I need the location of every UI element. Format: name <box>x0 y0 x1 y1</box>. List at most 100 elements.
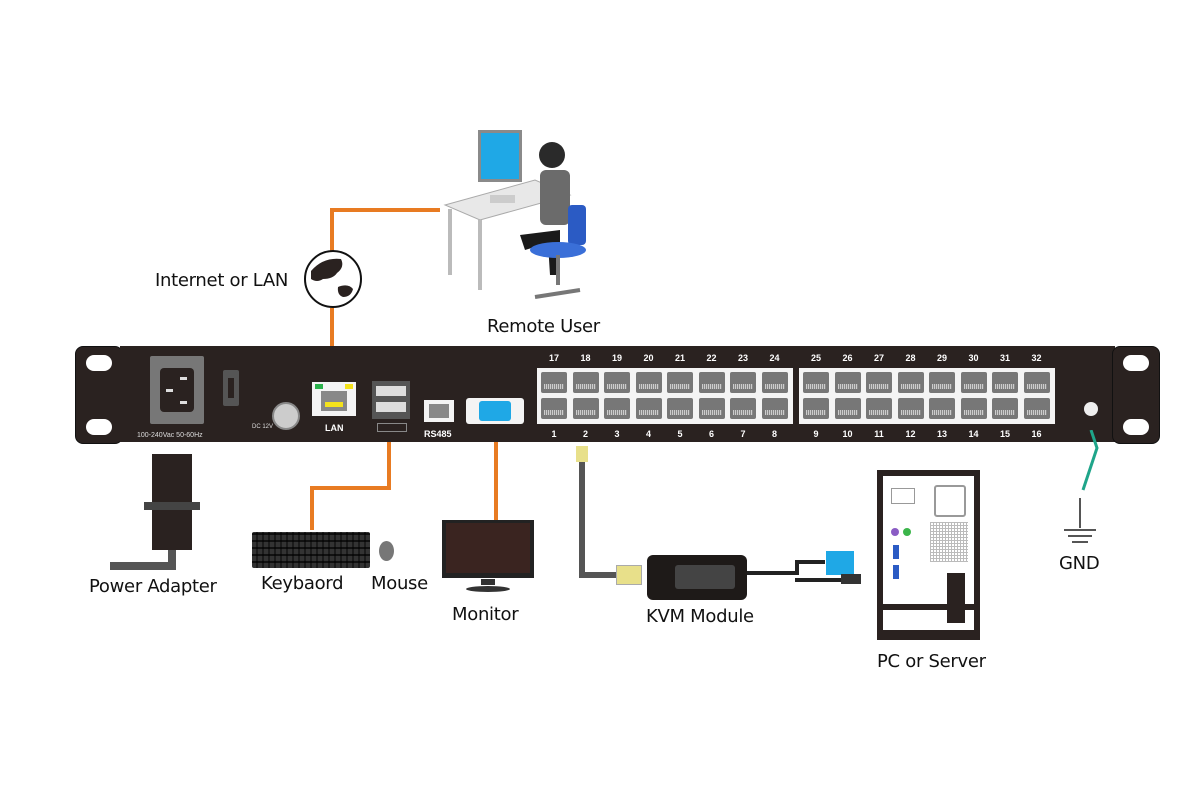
rj45-port[interactable] <box>761 398 788 419</box>
keyboard-label: Keybaord <box>261 573 344 594</box>
power-adapter-label: Power Adapter <box>89 576 217 597</box>
port-number-top: 22 <box>706 353 717 363</box>
power-inlet[interactable] <box>150 356 204 424</box>
port-number-bottom: 5 <box>677 429 683 439</box>
rj45-port[interactable] <box>572 372 599 393</box>
rj45-port[interactable] <box>541 372 567 393</box>
port-number-top: 18 <box>580 353 591 363</box>
rj45-port[interactable] <box>960 372 987 393</box>
globe-icon <box>303 249 363 313</box>
port-number-bottom: 11 <box>874 429 884 439</box>
mouse-icon <box>379 541 394 561</box>
rj45-port[interactable] <box>730 398 756 419</box>
port-number-top: 29 <box>936 353 947 363</box>
ground-screw[interactable] <box>1084 402 1098 416</box>
port-number-top: 19 <box>611 353 622 363</box>
port-number-top: 21 <box>674 353 685 363</box>
gnd-label: GND <box>1059 553 1100 574</box>
dc-power-jack[interactable] <box>272 402 300 430</box>
rj45-port[interactable] <box>803 398 829 419</box>
internet-label: Internet or LAN <box>155 270 289 291</box>
usb-wire-horizontal <box>310 486 391 490</box>
port-number-bottom: 3 <box>614 429 620 439</box>
port-number-bottom: 10 <box>842 429 853 439</box>
rj45-port[interactable] <box>929 398 955 419</box>
port-number-top: 32 <box>1031 353 1042 363</box>
port-number-bottom: 9 <box>813 429 819 439</box>
network-wire-horizontal <box>330 208 440 212</box>
rj45-port[interactable] <box>572 398 599 419</box>
port-number-bottom: 14 <box>968 429 979 439</box>
rj45-port[interactable] <box>667 398 693 419</box>
port-number-bottom: 1 <box>551 429 557 439</box>
rj45-port[interactable] <box>834 398 861 419</box>
network-wire-vertical-top <box>330 208 334 253</box>
port-number-top: 17 <box>548 353 559 363</box>
vga-plug-icon <box>826 551 854 575</box>
rj45-port[interactable] <box>803 372 829 393</box>
port-number-bottom: 13 <box>936 429 947 439</box>
rj45-port[interactable] <box>866 398 892 419</box>
rj45-port[interactable] <box>604 398 630 419</box>
module-cable-vga <box>747 571 797 575</box>
vga-port[interactable] <box>466 398 524 424</box>
port-number-top: 24 <box>769 353 780 363</box>
rj45-port[interactable] <box>698 372 725 393</box>
port-number-top: 28 <box>905 353 916 363</box>
rj45-port[interactable] <box>698 398 725 419</box>
power-adapter-icon <box>108 452 218 576</box>
dc-label: DC 12V <box>252 424 274 430</box>
power-rating: 100-240Vac 50-60Hz <box>137 432 203 439</box>
usb-wire-vertical <box>387 440 391 488</box>
usb-ports[interactable] <box>372 381 410 419</box>
port-number-bottom: 15 <box>999 429 1010 439</box>
rj45-port[interactable] <box>992 398 1018 419</box>
usb-wire-to-keyboard <box>310 486 314 530</box>
rj45-port[interactable] <box>866 372 892 393</box>
port-number-bottom: 7 <box>740 429 746 439</box>
keyboard-icon <box>252 532 370 568</box>
left-rack-ear <box>75 346 123 444</box>
power-switch[interactable] <box>223 370 239 406</box>
rj45-port[interactable] <box>929 372 955 393</box>
usb-plug-icon <box>841 574 861 584</box>
rj45-port[interactable] <box>992 372 1018 393</box>
rj45-port[interactable] <box>897 372 924 393</box>
kvm-module-icon <box>647 555 747 600</box>
rj45-port[interactable] <box>730 372 756 393</box>
rj45-port[interactable] <box>667 372 693 393</box>
module-cable-vga-h <box>795 560 825 564</box>
port-number-bottom: 16 <box>1031 429 1042 439</box>
rj45-port[interactable] <box>635 398 662 419</box>
module-cable-usb <box>795 578 841 582</box>
rj45-port[interactable] <box>897 398 924 419</box>
mount-hole <box>86 419 112 435</box>
rj45-port[interactable] <box>1023 372 1050 393</box>
port-number-top: 26 <box>842 353 853 363</box>
port-number-bottom: 12 <box>905 429 916 439</box>
remote-user-label: Remote User <box>487 316 600 337</box>
lan-port[interactable] <box>312 382 356 416</box>
network-wire-vertical-bottom <box>330 308 334 348</box>
rj45-port[interactable] <box>960 398 987 419</box>
monitor-icon <box>441 519 536 598</box>
rj45-port[interactable] <box>635 372 662 393</box>
port-number-bottom: 8 <box>771 429 777 439</box>
monitor-label: Monitor <box>452 604 519 625</box>
kvm-cable <box>579 462 585 578</box>
port-number-top: 30 <box>968 353 979 363</box>
pc-server-label: PC or Server <box>877 651 986 672</box>
rj45-port[interactable] <box>604 372 630 393</box>
rj45-port[interactable] <box>834 372 861 393</box>
port-number-top: 31 <box>999 353 1010 363</box>
rj45-port[interactable] <box>541 398 567 419</box>
lan-label: LAN <box>325 423 344 433</box>
rj45-port[interactable] <box>761 372 788 393</box>
rj45-port[interactable] <box>1023 398 1050 419</box>
pc-server-icon <box>877 470 980 640</box>
rs485-port[interactable] <box>424 400 454 422</box>
rj45-plug-icon <box>576 446 588 462</box>
remote-user-icon <box>443 130 586 299</box>
module-cable-vga-up <box>795 560 799 575</box>
rs485-label: RS485 <box>424 429 452 439</box>
